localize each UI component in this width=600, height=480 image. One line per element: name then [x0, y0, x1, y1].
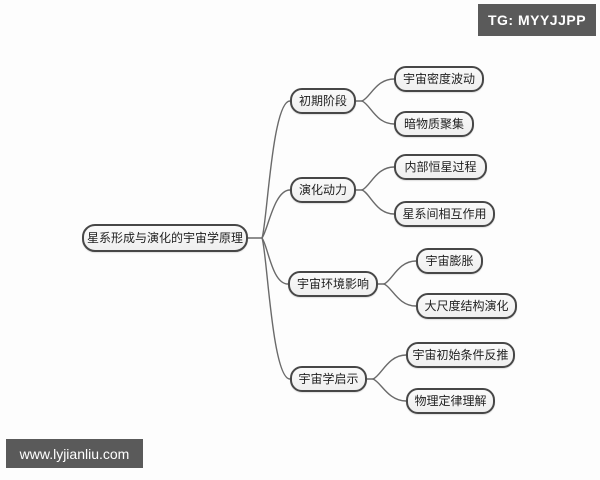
connector-branch3-leaf2 [383, 283, 417, 307]
connector-branch1-leaf2 [361, 100, 395, 125]
leaf-node-4-1[interactable]: 宇宙初始条件反推 [406, 342, 515, 368]
connector-branch2-leaf1 [361, 166, 395, 191]
connector-branch3-leaf1 [383, 260, 417, 285]
connector-root-branch3 [261, 237, 289, 285]
root-node[interactable]: 星系形成与演化的宇宙学原理 [82, 224, 248, 252]
branch-node-1[interactable]: 初期阶段 [290, 88, 356, 114]
connector-root-branch1 [261, 100, 291, 239]
leaf-node-1-1[interactable]: 宇宙密度波动 [394, 66, 484, 92]
leaf-node-2-2[interactable]: 星系间相互作用 [394, 201, 495, 227]
connector-root-branch2 [261, 189, 291, 239]
leaf-node-3-1[interactable]: 宇宙膨胀 [416, 248, 483, 274]
branch-node-4[interactable]: 宇宙学启示 [290, 366, 367, 392]
leaf-node-3-2[interactable]: 大尺度结构演化 [416, 293, 517, 319]
leaf-node-4-2[interactable]: 物理定律理解 [406, 388, 495, 414]
connector-branch1-leaf1 [361, 78, 395, 102]
branch-node-3[interactable]: 宇宙环境影响 [288, 271, 378, 297]
branch-node-2[interactable]: 演化动力 [290, 177, 356, 203]
connector-branch2-leaf2 [361, 189, 395, 215]
telegram-badge: TG: MYYJJPP [478, 4, 596, 36]
connector-root-branch4 [261, 237, 291, 380]
connector-branch4-leaf2 [372, 378, 407, 402]
connector-branch4-leaf1 [372, 354, 407, 380]
leaf-node-1-2[interactable]: 暗物质聚集 [394, 111, 474, 137]
website-badge: www.lyjianliu.com [6, 439, 143, 468]
leaf-node-2-1[interactable]: 内部恒星过程 [394, 154, 487, 180]
